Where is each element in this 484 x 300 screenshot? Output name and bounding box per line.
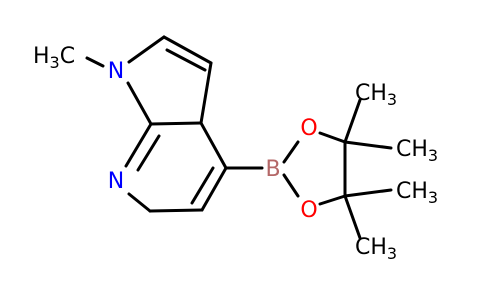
methyl-label-1: CH3 [355,81,397,109]
n-methyl-label: H3C [33,44,75,72]
methyl-label-2: CH3 [396,137,438,165]
atom-oxygen-bottom: O [300,198,317,223]
atom-oxygen-top: O [300,116,317,141]
methyl-label-4: CH3 [355,235,397,263]
atom-n-methyl: N [108,59,124,84]
atom-boron: B [265,157,280,182]
methyl-label-3: CH3 [396,179,438,207]
bond-lines [85,35,393,240]
atom-n-pyridine: N [108,169,124,194]
